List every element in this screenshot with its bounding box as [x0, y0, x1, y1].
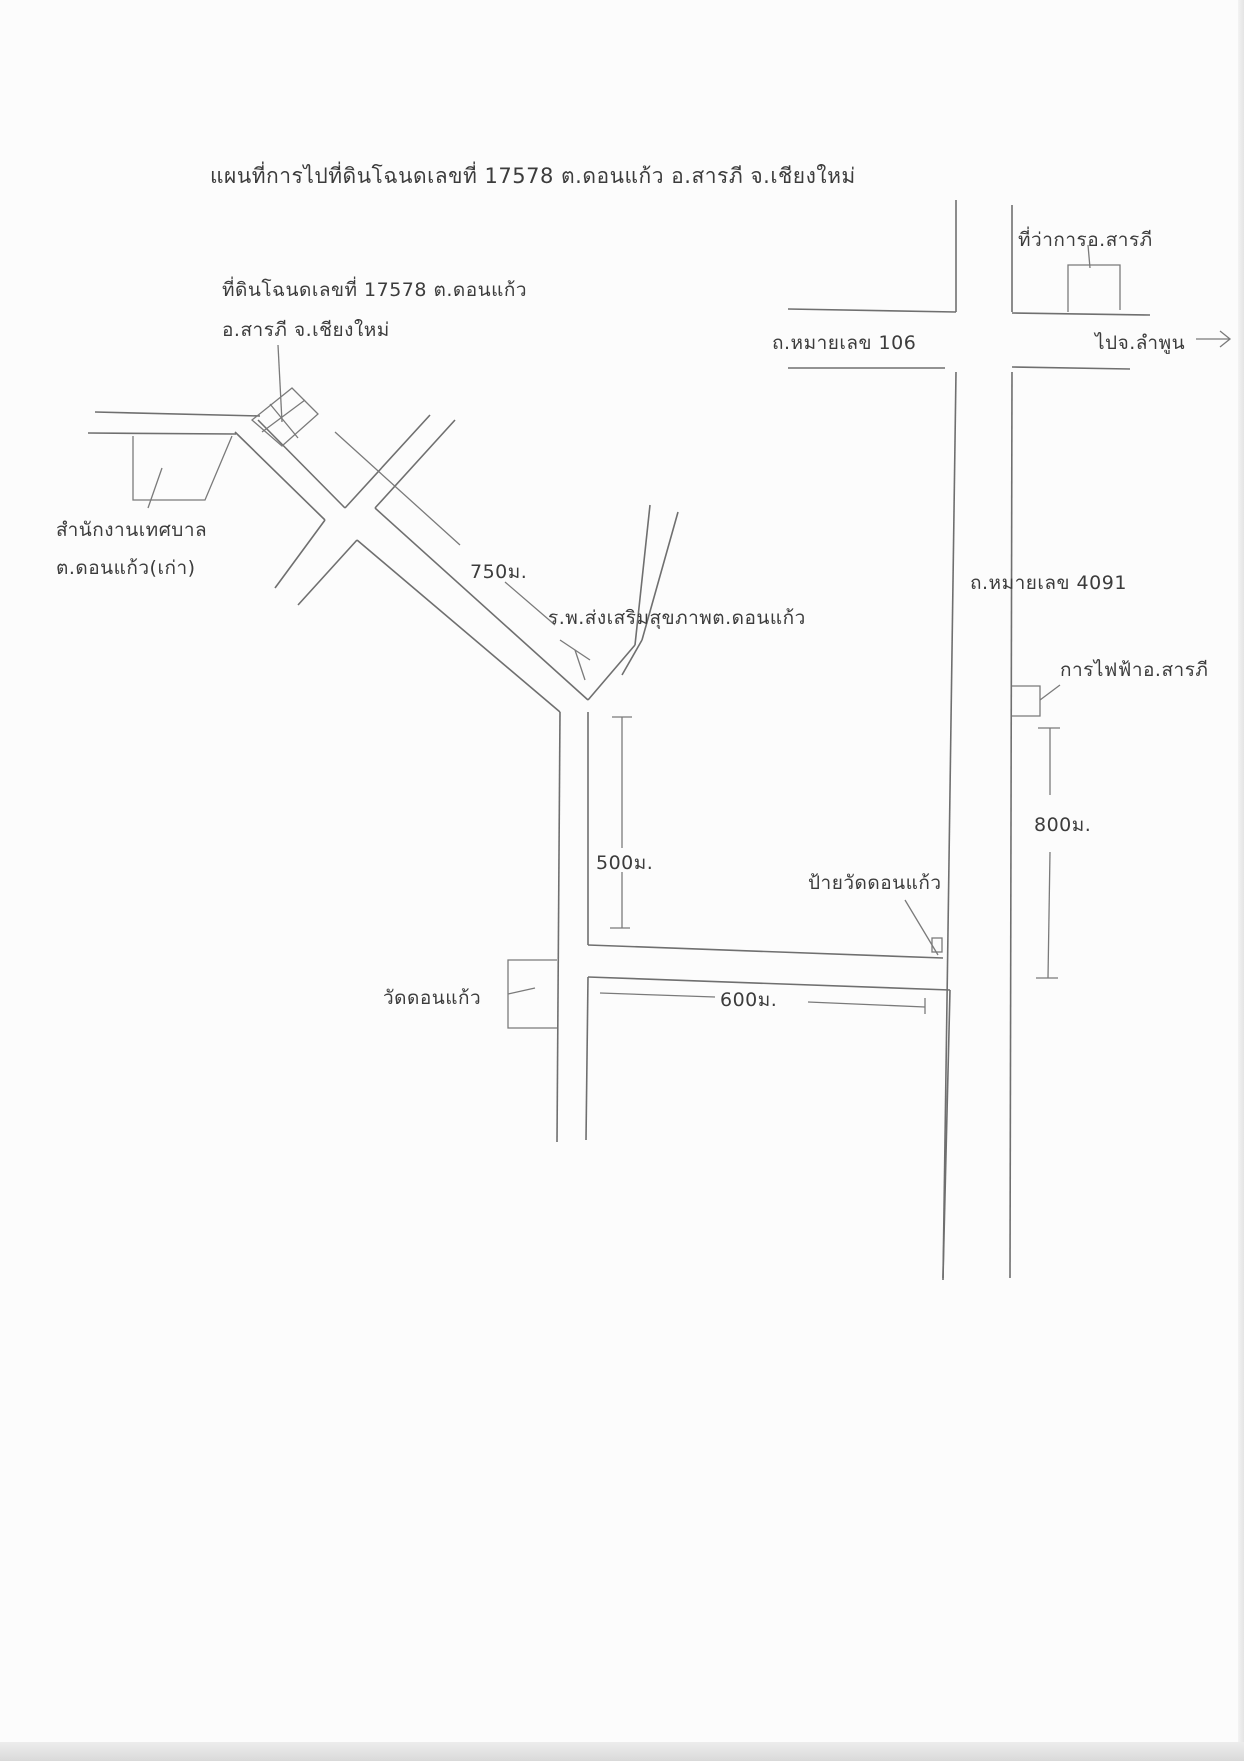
ne-branch-road-a — [587, 644, 636, 701]
east-road-north-edge — [587, 944, 944, 959]
south-road-east-edge-lower — [585, 976, 589, 1141]
temple-sign — [931, 937, 943, 953]
road-106-south-east — [1011, 366, 1131, 370]
paper-edge — [1238, 0, 1244, 1761]
cross-road-ne-a — [344, 414, 431, 509]
parcel-pointer — [277, 344, 283, 423]
temple-pointer — [507, 987, 536, 995]
dim-750-line-a — [334, 431, 461, 546]
road-106-north-west — [787, 308, 957, 313]
municipal-office-building — [132, 435, 233, 501]
cross-road-ne-b — [374, 419, 456, 509]
distance-500-label: 500ม. — [596, 852, 654, 874]
road-4091-label: ถ.หมายเลข 4091 — [970, 572, 1127, 594]
temple-sign-pointer — [904, 899, 939, 956]
west-road-south — [87, 432, 237, 435]
municipal-office-label-line1: สำนักงานเทศบาล — [56, 519, 208, 541]
municipal-office-pointer — [147, 467, 163, 509]
map-title: แผนที่การไปที่ดินโฉนดเลขที่ 17578 ต.ดอนแ… — [210, 164, 856, 188]
parcel-label-line1: ที่ดินโฉนดเลขที่ 17578 ต.ดอนแก้ว — [222, 279, 528, 301]
dim-800-line-b — [1047, 851, 1051, 979]
cross-road-sw-b — [297, 539, 358, 606]
road-4091-west-edge-lower — [942, 371, 957, 1281]
ne-branch-road-c — [621, 639, 643, 676]
distance-750-label: 750ม. — [470, 561, 528, 583]
diagonal-road-south-edge-b — [356, 539, 561, 713]
electricity-pointer — [1039, 684, 1061, 701]
parcel-hatch-1 — [261, 399, 306, 433]
south-road-west-edge — [556, 711, 561, 1143]
west-road-north — [94, 411, 261, 417]
district-office-building — [1067, 264, 1121, 312]
parcel-hatch-2 — [269, 403, 299, 439]
dim-600-line-b — [807, 1001, 926, 1008]
east-road-south-edge — [587, 976, 951, 991]
paper-bottom-edge — [0, 1742, 1244, 1761]
hospital-building-b — [574, 649, 586, 681]
dim-600-line-a — [599, 992, 716, 998]
electricity-office-building — [1012, 685, 1041, 717]
diagonal-road-north-edge-a — [257, 419, 346, 509]
to-lamphun-label: ไปจ.ลำพูน — [1095, 332, 1186, 354]
ne-branch-road-b — [634, 504, 651, 646]
distance-600-label: 600ม. — [720, 989, 778, 1011]
distance-800-label: 800ม. — [1034, 814, 1092, 836]
parcel-label-line2: อ.สารภี จ.เชียงใหม่ — [222, 319, 390, 341]
temple-building — [507, 959, 557, 1029]
temple-sign-label: ป้ายวัดดอนแก้ว — [808, 872, 942, 894]
municipal-office-label-line2: ต.ดอนแก้ว(เก่า) — [56, 557, 196, 579]
dim-750-line-b — [504, 581, 556, 626]
east-road-east-end — [942, 989, 951, 1279]
district-office-label: ที่ว่าการอ.สารภี — [1018, 229, 1153, 251]
ne-branch-road-d — [641, 511, 679, 641]
road-106-north-east — [1011, 312, 1151, 316]
road-4091-east-edge-lower — [1009, 371, 1013, 1279]
road-106-label: ถ.หมายเลข 106 — [772, 332, 917, 354]
health-hospital-label: ร.พ.ส่งเสริมสุขภาพต.ดอนแก้ว — [548, 607, 806, 629]
electricity-office-label: การไฟฟ้าอ.สารภี — [1060, 659, 1209, 681]
diagonal-road-south-edge-a — [234, 431, 326, 521]
land-parcel — [250, 387, 319, 447]
cross-road-sw-a — [274, 519, 326, 589]
diagonal-road-north-edge-b — [374, 507, 589, 701]
district-office-pointer — [1087, 244, 1091, 269]
arrow-right-icon — [1196, 330, 1232, 348]
temple-label: วัดดอนแก้ว — [383, 987, 482, 1009]
